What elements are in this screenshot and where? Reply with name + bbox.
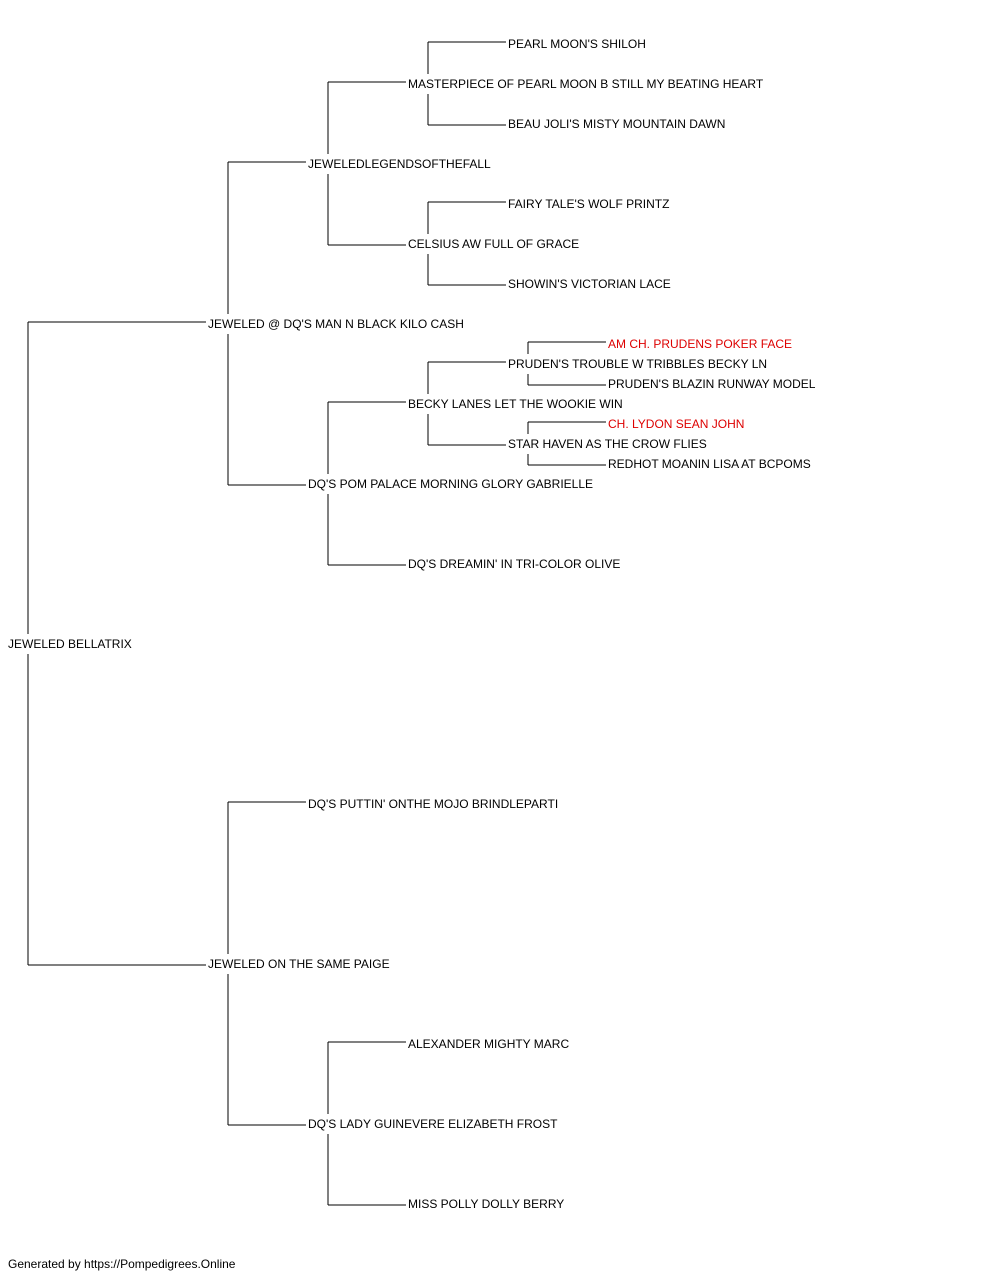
pedigree-node-dam-sire: DQ'S PUTTIN' ONTHE MOJO BRINDLEPARTI	[308, 797, 558, 811]
pedigree-node-sire: JEWELED @ DQ'S MAN N BLACK KILO CASH	[208, 317, 464, 331]
footer-credit: Generated by https://Pompedigrees.Online	[8, 1257, 236, 1271]
pedigree-node-sire-dam-sire-dam: STAR HAVEN AS THE CROW FLIES	[508, 437, 707, 451]
pedigree-node-sire-dam-dam: DQ'S DREAMIN' IN TRI-COLOR OLIVE	[408, 557, 620, 571]
pedigree-node-sire-sire-dam: CELSIUS AW FULL OF GRACE	[408, 237, 579, 251]
pedigree-node-sire-sire-dam-dam: SHOWIN'S VICTORIAN LACE	[508, 277, 671, 291]
pedigree-node-sire-sire-dam-sire: FAIRY TALE'S WOLF PRINTZ	[508, 197, 669, 211]
pedigree-node-dam-dam: DQ'S LADY GUINEVERE ELIZABETH FROST	[308, 1117, 558, 1131]
pedigree-node-sire-sire-sire: MASTERPIECE OF PEARL MOON B STILL MY BEA…	[408, 77, 764, 91]
pedigree-node-dam: JEWELED ON THE SAME PAIGE	[208, 957, 390, 971]
pedigree-node-sire-dam-sire: BECKY LANES LET THE WOOKIE WIN	[408, 397, 623, 411]
pedigree-labels: JEWELED BELLATRIX JEWELED @ DQ'S MAN N BL…	[8, 37, 816, 1211]
pedigree-node-subject: JEWELED BELLATRIX	[8, 637, 132, 651]
pedigree-node-sire-dam-sire-dam-sire: CH. LYDON SEAN JOHN	[608, 417, 744, 431]
pedigree-node-dam-dam-sire: ALEXANDER MIGHTY MARC	[408, 1037, 569, 1051]
pedigree-node-sire-sire: JEWELEDLEGENDSOFTHEFALL	[308, 157, 491, 171]
pedigree-node-sire-dam-sire-sire-sire: AM CH. PRUDENS POKER FACE	[608, 337, 792, 351]
pedigree-node-sire-sire-sire-dam: BEAU JOLI'S MISTY MOUNTAIN DAWN	[508, 117, 725, 131]
pedigree-node-sire-dam: DQ'S POM PALACE MORNING GLORY GABRIELLE	[308, 477, 593, 491]
pedigree-node-sire-dam-sire-sire-dam: PRUDEN'S BLAZIN RUNWAY MODEL	[608, 377, 816, 391]
pedigree-node-dam-dam-dam: MISS POLLY DOLLY BERRY	[408, 1197, 564, 1211]
pedigree-connectors	[27, 41, 606, 1206]
pedigree-node-sire-dam-sire-dam-dam: REDHOT MOANIN LISA AT BCPOMS	[608, 457, 811, 471]
pedigree-node-sire-sire-sire-sire: PEARL MOON'S SHILOH	[508, 37, 646, 51]
pedigree-node-sire-dam-sire-sire: PRUDEN'S TROUBLE W TRIBBLES BECKY LN	[508, 357, 767, 371]
